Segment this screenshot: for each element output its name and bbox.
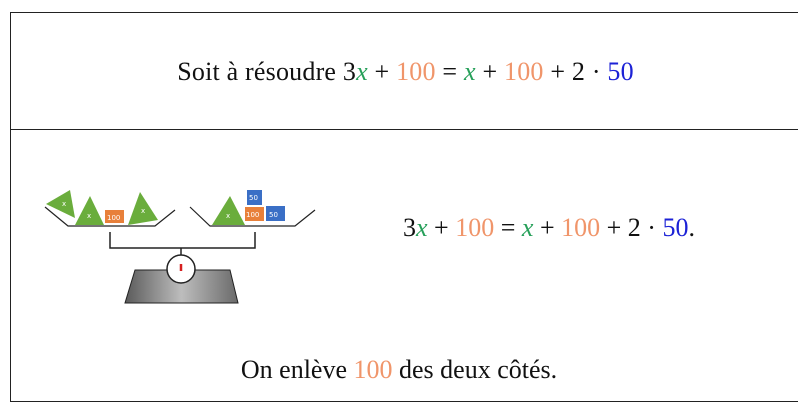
svg-text:x: x [141,207,145,215]
constant-100: 100 [504,57,544,86]
plus-sign: + [482,57,498,86]
statement-prefix: Soit à résoudre [177,57,337,86]
plus-sign: + [434,213,449,242]
left-100-tile: 100 [105,210,124,223]
scale-dial [166,254,196,284]
constant-100: 100 [455,213,495,242]
constant-100: 100 [561,213,601,242]
right-50-tile: 50 [247,190,262,205]
equals-sign: = [500,213,516,242]
left-x-tile: x [75,196,104,225]
coefficient: 3 [403,213,416,242]
plus-sign: + [606,213,622,242]
variable-x: x [521,213,534,242]
caption-text: On enlève [240,355,347,384]
right-x-tile: x [212,196,245,225]
right-pan: x 50 100 50 [189,190,316,227]
constant-50: 50 [662,213,689,242]
plus-sign: + [550,57,566,86]
variable-x: x [416,213,428,242]
instruction-caption: On enlève 100 des deux côtés. [0,355,798,385]
period: . [688,213,695,242]
caption-value-100: 100 [353,355,393,384]
constant-100: 100 [396,57,436,86]
equation-table: Soit à résoudre 3x + 100 = x + 100 + 2 ·… [10,12,798,402]
constant-50: 50 [607,57,634,86]
svg-text:x: x [62,200,66,208]
statement-text: Soit à résoudre 3x + 100 = x + 100 + 2 ·… [177,57,634,87]
equation-line: 3x + 100 = x + 100 + 2 · 50. [403,213,695,243]
svg-text:x: x [226,212,230,220]
left-pan: x x 100 x [44,190,176,227]
svg-text:50: 50 [249,194,258,202]
factor-2: 2 · [627,213,656,242]
plus-sign: + [539,213,555,242]
svg-text:100: 100 [107,214,120,222]
coefficient: 3 [342,57,357,86]
left-x-tile: x [46,190,75,218]
equals-sign: = [442,57,458,86]
right-100-tile: 100 [245,207,264,221]
left-x-tile: x [128,192,158,225]
balance-scale-illustration: x x 100 x x 50 100 50 [44,190,316,304]
right-50-tile: 50 [266,206,285,221]
statement-row: Soit à résoudre 3x + 100 = x + 100 + 2 ·… [11,13,798,130]
plus-sign: + [374,57,390,86]
svg-text:50: 50 [269,211,278,219]
caption-text: des deux côtés. [399,355,558,384]
factor-2: 2 · [571,57,601,86]
variable-x: x [464,57,476,86]
variable-x: x [356,57,368,86]
svg-text:100: 100 [246,211,259,219]
svg-text:x: x [87,212,91,220]
scale-base [124,269,239,304]
